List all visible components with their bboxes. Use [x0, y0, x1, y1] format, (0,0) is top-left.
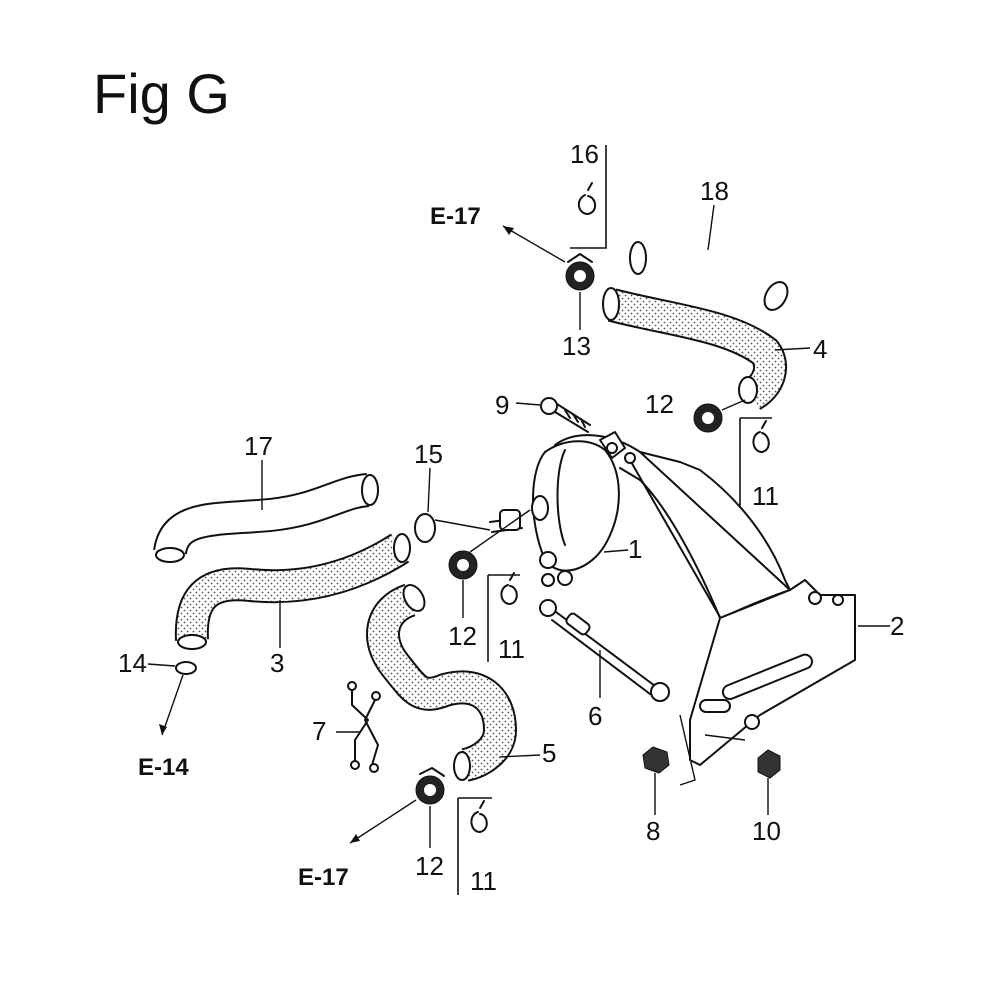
- hose-3: [174, 533, 411, 650]
- callout-2: 2: [890, 611, 904, 641]
- callout-12-middle: 12: [448, 621, 477, 651]
- hose-4: [602, 287, 788, 410]
- callout-9: 9: [495, 390, 509, 420]
- ring-15: [414, 495, 549, 543]
- clamp-12-middle: [448, 509, 531, 580]
- bolt-6: [539, 599, 670, 702]
- callout-17: 17: [244, 431, 273, 461]
- clip-11-middle: [500, 572, 518, 605]
- bracket-2: [689, 579, 856, 766]
- callout-7: 7: [312, 716, 326, 746]
- callout-3: 3: [270, 648, 284, 678]
- callout-10: 10: [752, 816, 781, 846]
- clamp-12-upper: [693, 399, 746, 433]
- bolt-9: [540, 397, 591, 433]
- clip-14: [175, 661, 197, 675]
- callout-18: 18: [700, 176, 729, 206]
- callout-11-middle: 11: [498, 634, 525, 664]
- figure-title: Fig G: [93, 62, 230, 125]
- tank-1: [532, 431, 791, 619]
- ref-e17-top: E-17: [430, 203, 481, 230]
- clip-16: [577, 182, 597, 215]
- nut-8: [642, 746, 670, 774]
- callout-11-upper: 11: [752, 481, 779, 511]
- tank-fitting: [539, 551, 573, 587]
- clamp-13: [565, 253, 595, 291]
- callout-13: 13: [562, 331, 591, 361]
- callout-11-bottom: 11: [470, 866, 497, 896]
- callout-5: 5: [542, 738, 556, 768]
- clamp-12-bottom: [415, 767, 445, 805]
- hose-17: [153, 473, 379, 563]
- callout-4: 4: [813, 334, 827, 364]
- callout-8: 8: [646, 816, 660, 846]
- callout-12-bottom: 12: [415, 851, 444, 881]
- callout-6: 6: [588, 701, 602, 731]
- callout-12-upper: 12: [645, 389, 674, 419]
- hose-18: [629, 240, 789, 311]
- ref-e17-bottom: E-17: [298, 864, 349, 891]
- callout-1: 1: [628, 534, 642, 564]
- clip-11-upper: [752, 420, 770, 453]
- clip-11-bottom: [470, 800, 488, 833]
- callout-16: 16: [570, 139, 599, 169]
- nut-10: [704, 714, 781, 779]
- ref-e14: E-14: [138, 754, 189, 781]
- hose-5: [366, 583, 518, 782]
- callout-15: 15: [414, 439, 443, 469]
- callout-14: 14: [118, 648, 147, 678]
- clip-7: [347, 681, 381, 773]
